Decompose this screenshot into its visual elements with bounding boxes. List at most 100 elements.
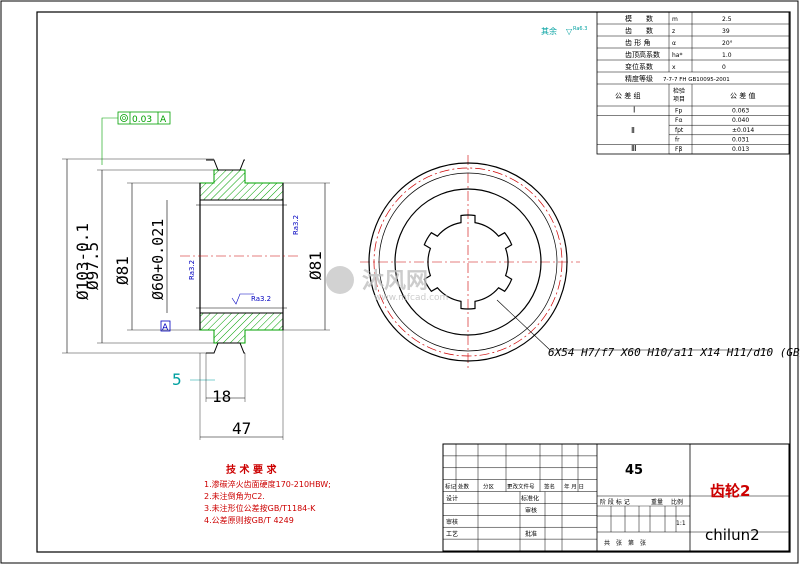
stage-label: 阶 段 标 记 [600,498,630,506]
drawing-frame [36,11,791,553]
tol-item-header: 检验 [673,87,685,95]
tol-val: 0.031 [732,136,749,143]
scale-value: 1:1 [676,520,686,527]
gear-param-sym: α [672,40,676,47]
revision-header: 标记 [445,483,457,491]
svg-text:1.渗碳淬火齿面硬度170-210HBW;: 1.渗碳淬火齿面硬度170-210HBW; [204,479,331,489]
dim-81a: Ø81 [113,256,132,285]
dim-81b: Ø81 [306,251,325,280]
gear-param-sym: z [672,28,675,35]
upper-tooth [206,159,245,171]
part-name: 齿轮2 [710,482,750,500]
process-label: 工艺 [446,530,458,538]
circular-runout-icon [120,114,128,122]
ra32-left: Ra3.2 [188,260,196,280]
review-label: 审核 [525,506,537,514]
section-view: Ø103-0.1 Ø97.5 Ø81 Ø60+0.021 Ø81 Ra3.2 R… [62,111,330,440]
ra32-right: Ra3.2 [292,215,300,235]
tol-group-2: Ⅱ [631,126,635,135]
check-label: 审核 [446,518,458,526]
approve-label: 批准 [525,530,537,538]
svg-text:2.未注倒角为C2.: 2.未注倒角为C2. [204,491,265,501]
upper-hatch [199,169,284,201]
gear-param-val: 0 [722,64,726,71]
revision-header: 分区 [483,483,495,491]
title-block: 标记处数分区更改文件号签名年 月 日设计标准化审核审核工艺批准45齿轮2阶 段 … [442,443,790,552]
svg-text:沐风网: 沐风网 [362,269,428,294]
design-label: 设计 [446,494,458,502]
gear-param-val: 7-7-7 FH GB10095-2001 [663,77,730,83]
gear-param-sym: ha* [672,52,682,59]
tol-sym: Fβ [675,146,682,153]
tol-sym: fpt [675,127,684,134]
tol-group-3: Ⅲ [631,144,637,153]
gear-param-label: 齿 形 角 [625,38,650,47]
technical-requirements: 技 术 要 求 1.渗碳淬火齿面硬度170-210HBW; 2.未注倒角为C2.… [204,463,331,525]
sheet-count: 共 张 第 张 [604,539,646,547]
tol-group-header: 公 差 组 [615,91,640,100]
surface-note: 其余 ▽ Ra6.3 [541,26,587,36]
ra32-bottom: Ra3.2 [251,295,271,303]
tol-val: 0.013 [732,146,749,153]
dim-103: Ø103-0.1 [73,223,92,300]
revision-header: 处数 [458,483,470,491]
pitch-circle [373,167,563,357]
front-view: 6X54 H7/f7 X60 H10/a11 X14 H11/d10 (GB/T… [360,155,800,370]
gear-param-val: 1.0 [722,52,732,59]
gear-param-label: 齿顶高系数 [625,50,660,59]
tol-value-header: 公 差 值 [730,91,755,100]
svg-text:技 术 要 求: 技 术 要 求 [226,463,277,476]
tol-group-1: Ⅰ [633,106,635,115]
gear-param-label: 变位系数 [625,62,653,71]
watermark-logo-icon [326,266,354,294]
watermark: 沐风网 www.mfcad.com [326,266,448,303]
tol-val: ±0.014 [732,127,754,134]
gear-param-sym: x [672,64,676,71]
dim-5: 5 [172,370,182,389]
revision-header: 更改文件号 [507,483,535,491]
root-circle [378,172,558,352]
title-block-border [442,443,790,552]
tol-sym: Fα [675,117,682,124]
tol-val: 0.040 [732,117,749,124]
lower-hatch [199,312,284,344]
svg-text:0.03: 0.03 [132,115,152,125]
dim-47: 47 [232,419,251,438]
drawing-number: chilun2 [705,526,760,544]
weight-label: 重量 [651,498,663,506]
svg-text:其余: 其余 [541,26,557,36]
scale-label: 比例 [671,498,683,506]
ra-symbol-bottom [231,293,254,305]
lower-tooth [206,342,245,354]
standard-label: 标准化 [521,494,539,502]
gear-param-label: 齿 数 [625,26,653,35]
spline-note: 6X54 H7/f7 X60 H10/a11 X14 H11/d10 (GB/T… [548,346,800,359]
gear-param-sym: m [672,16,678,23]
tip-circle [368,162,568,362]
spline-leader [496,299,551,351]
datum-label: A [162,323,169,333]
datum-box [160,320,171,332]
svg-text:4.公差原则按GB/T 4249: 4.公差原则按GB/T 4249 [204,515,294,525]
svg-text:Ra6.3: Ra6.3 [573,26,587,32]
revision-header: 签名 [544,483,555,491]
hub-circle [394,188,542,336]
tol-sym: fr [675,136,680,143]
dim-975: Ø97.5 [83,242,102,290]
spline-bore [423,214,513,310]
gear-param-label: 精度等级 [625,74,653,83]
material: 45 [625,463,643,478]
svg-text:3.未注形位公差按GB/T1184-K: 3.未注形位公差按GB/T1184-K [204,503,316,513]
tol-sym: Fp [675,108,682,115]
tol-val: 0.063 [732,108,749,115]
svg-text:www.mfcad.com: www.mfcad.com [374,293,448,303]
feature-control-frame: 0.03 A [101,111,171,165]
gear-param-val: 2.5 [722,16,732,23]
gear-param-val: 20° [722,40,733,47]
svg-text:A: A [160,115,167,125]
svg-text:▽: ▽ [566,27,573,36]
dim-60: Ø60+0.021 [149,219,167,300]
